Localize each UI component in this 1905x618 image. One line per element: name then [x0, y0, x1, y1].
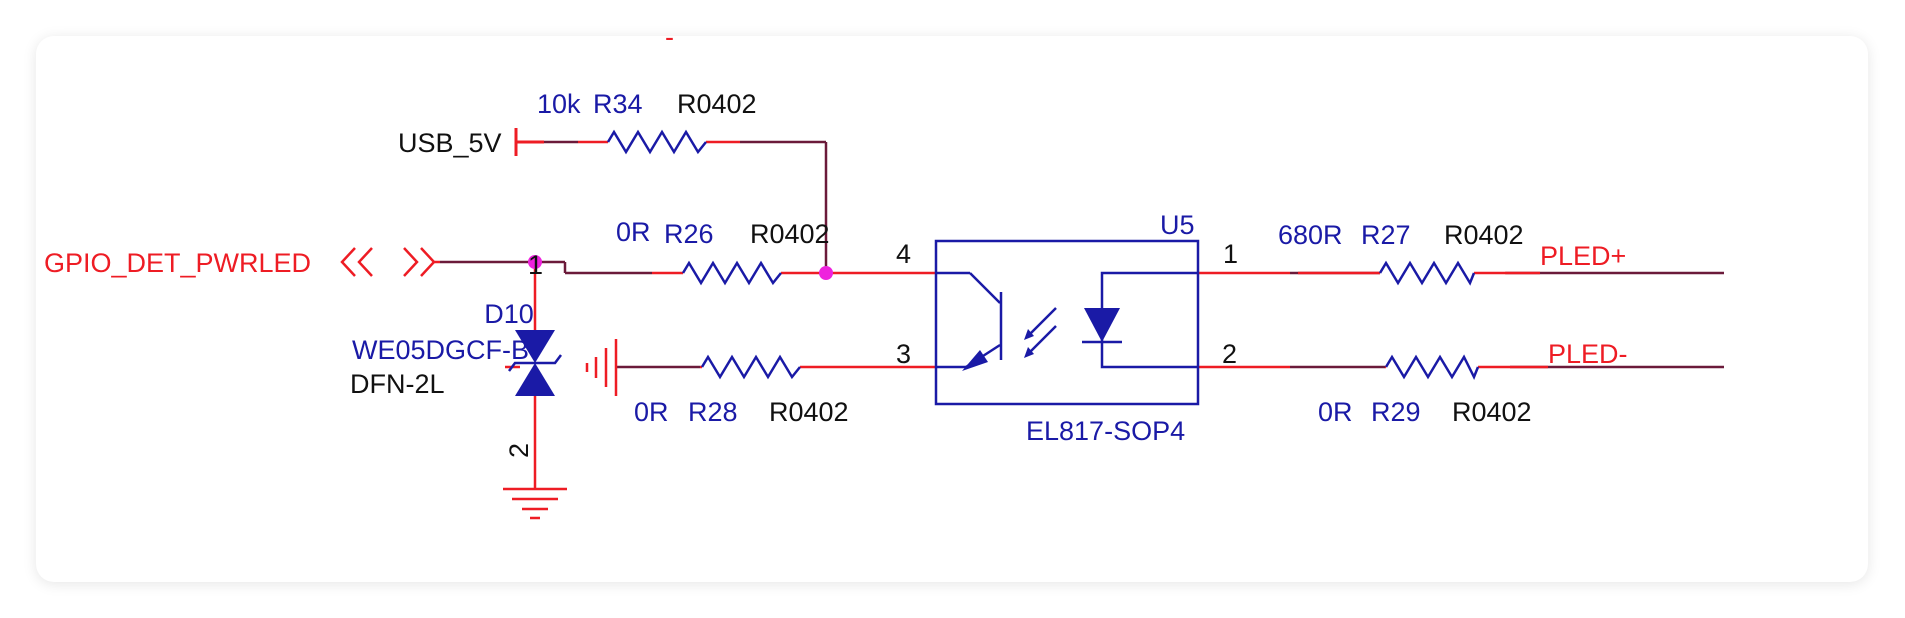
junction-dot-gpio	[528, 255, 542, 269]
usb5v-port-symbol	[514, 128, 544, 156]
u5-emitter-arrow	[962, 350, 988, 371]
r29-ref: R29	[1371, 397, 1421, 427]
r34-ref: R34	[593, 89, 643, 119]
net-pled-minus-label: PLED-	[1548, 339, 1628, 369]
ground-icon-left	[585, 339, 618, 396]
u5-light-arrowhead-1	[1024, 329, 1034, 340]
d10-package: DFN-2L	[350, 369, 445, 399]
r34-package: R0402	[677, 89, 757, 119]
component-leads	[505, 140, 1548, 478]
r34-value: 10k	[537, 89, 581, 119]
wires	[440, 140, 1724, 369]
r28-package: R0402	[769, 397, 849, 427]
u5-led-symbol	[1082, 271, 1198, 369]
u5-ref: U5	[1160, 210, 1195, 240]
r26-ref: R26	[664, 219, 714, 249]
net-pled-plus-label: PLED+	[1540, 241, 1626, 271]
r29-resistor-symbol	[1384, 354, 1480, 381]
u5-pin2: 2	[1222, 339, 1237, 369]
r28-value: 0R	[634, 397, 669, 427]
u5-light-arrows	[1026, 307, 1057, 356]
r29-value: 0R	[1318, 397, 1353, 427]
r34-resistor-symbol	[606, 129, 707, 155]
d10-tvs-diode-symbol	[508, 330, 562, 396]
r27-package: R0402	[1444, 220, 1524, 250]
u5-pin3: 3	[896, 339, 911, 369]
r27-resistor-symbol	[1378, 260, 1476, 286]
u5-phototransistor-symbol	[936, 271, 1003, 369]
net-usb5v-label: USB_5V	[398, 128, 502, 158]
r26-package: R0402	[750, 219, 830, 249]
u5-pin4: 4	[896, 239, 911, 269]
r26-resistor-symbol	[681, 260, 782, 286]
top-marker: -	[665, 22, 674, 52]
r29-package: R0402	[1452, 397, 1532, 427]
d10-ref: D10	[484, 299, 534, 329]
r27-ref: R27	[1361, 220, 1411, 250]
d10-part: WE05DGCF-B	[352, 335, 529, 365]
r28-ref: R28	[688, 397, 738, 427]
r28-resistor-symbol	[700, 354, 801, 380]
junction-dot-r26	[819, 266, 833, 280]
schematic-card	[36, 36, 1868, 582]
gpio-port-symbol	[340, 247, 440, 277]
u5-part: EL817-SOP4	[1026, 416, 1185, 446]
d10-pin2: 2	[504, 443, 534, 458]
net-gpio-label: GPIO_DET_PWRLED	[44, 248, 311, 278]
u5-light-arrowhead-2	[1024, 347, 1034, 358]
u5-pin1: 1	[1223, 239, 1238, 269]
ground-icon	[503, 478, 567, 520]
d10-pin1: 1	[528, 250, 543, 280]
u5-body	[934, 239, 1200, 406]
r26-value: 0R	[616, 217, 651, 247]
r27-value: 680R	[1278, 220, 1343, 250]
